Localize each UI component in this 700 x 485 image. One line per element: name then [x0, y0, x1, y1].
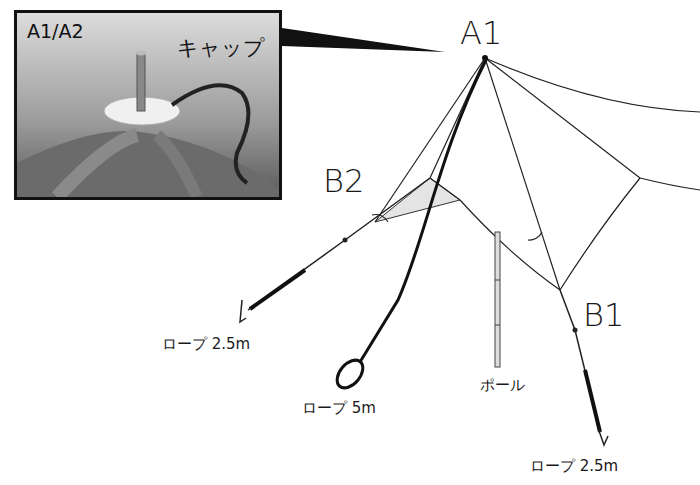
callout-wedge: [282, 28, 445, 52]
inset-photo-box: A1/A2 キャップ: [14, 10, 282, 200]
part-label: ロープ 2.5m: [160, 336, 252, 353]
part-name: キャップ: [177, 37, 265, 60]
point-label: B1: [583, 298, 624, 333]
tarp-flap: [375, 178, 460, 222]
part-label: ロープ 2.5m: [528, 458, 620, 475]
part-label: ロープ 5m: [300, 400, 378, 417]
part-label: ポール: [478, 377, 527, 394]
point-label: A1: [460, 16, 502, 51]
inset-title: A1/A2: [27, 21, 84, 42]
point-label: B2: [323, 164, 364, 199]
